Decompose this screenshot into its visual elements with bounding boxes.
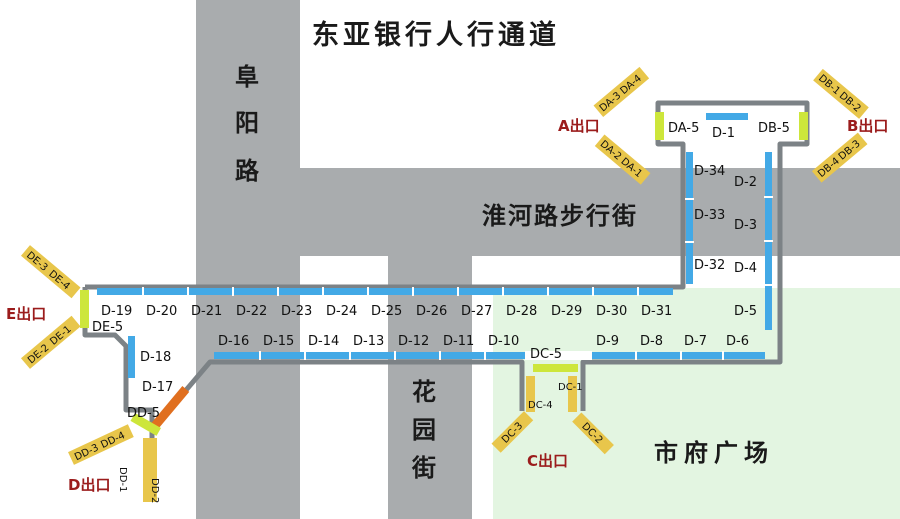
shop-label: D-27 bbox=[461, 304, 492, 319]
shop-label: D-30 bbox=[596, 304, 627, 319]
stall-label: DB-5 bbox=[758, 121, 790, 136]
shop-label: D-28 bbox=[506, 304, 537, 319]
shop-label: D-17 bbox=[142, 380, 173, 395]
plaza-label: 市府广场 bbox=[654, 439, 774, 467]
shop-label: D-12 bbox=[398, 334, 429, 349]
stairway-d17 bbox=[151, 386, 190, 429]
stall-label: DA-5 bbox=[668, 121, 699, 136]
stall-label: DD-1 bbox=[117, 467, 128, 492]
shop-d1 bbox=[706, 113, 748, 120]
stall-label: DD-5 bbox=[127, 406, 160, 421]
exit-a-label: A出口 bbox=[558, 117, 600, 135]
shop-label: D-32 bbox=[694, 258, 725, 273]
shop-label: D-24 bbox=[326, 304, 357, 319]
shop-row-top: D-19 D-20 D-21 D-22 D-23 D-24 D-25 D-26 … bbox=[97, 287, 673, 319]
shop-label: D-1 bbox=[712, 126, 735, 141]
stall-label: DC-5 bbox=[530, 347, 562, 362]
shop-label: D-4 bbox=[734, 261, 757, 276]
shop-label: D-2 bbox=[734, 175, 757, 190]
shop-label: D-11 bbox=[443, 334, 474, 349]
stall-label: DC-1 bbox=[558, 382, 583, 393]
shop-d18 bbox=[128, 336, 135, 378]
shop-label: D-29 bbox=[551, 304, 582, 319]
stall-label: DC-4 bbox=[528, 400, 553, 411]
shop-label: D-10 bbox=[488, 334, 519, 349]
shop-label: D-25 bbox=[371, 304, 402, 319]
shop-label: D-23 bbox=[281, 304, 312, 319]
street-label-fuyang: 阳 bbox=[235, 109, 259, 137]
street-label-huayuan: 花 bbox=[412, 378, 436, 406]
street-label-huayuan: 园 bbox=[412, 416, 436, 444]
map-title: 东亚银行人行通道 bbox=[312, 19, 560, 51]
shop-label: D-6 bbox=[726, 334, 749, 349]
shop-row-bottom: D-16 D-15 D-14 D-13 D-12 D-11 D-10 D-9 D… bbox=[214, 334, 765, 360]
exit-a: DA-3 DA-4 DA-2 DA-1 DA-5 A出口 bbox=[558, 66, 699, 185]
shop-label: D-34 bbox=[694, 164, 725, 179]
shop-label: D-8 bbox=[640, 334, 663, 349]
shop-label: D-18 bbox=[140, 350, 171, 365]
exit-b-label: B出口 bbox=[847, 117, 888, 135]
shop-label: D-22 bbox=[236, 304, 267, 319]
shop-label: D-14 bbox=[308, 334, 339, 349]
huayuan-street bbox=[388, 256, 472, 519]
shop-label: D-19 bbox=[101, 304, 132, 319]
shop-label: D-3 bbox=[734, 218, 757, 233]
shop-label: D-21 bbox=[191, 304, 222, 319]
shop-label: D-26 bbox=[416, 304, 447, 319]
stall-label: DD-2 bbox=[149, 478, 160, 503]
street-label-fuyang: 路 bbox=[235, 157, 260, 185]
huaihe-street bbox=[196, 168, 900, 256]
shop-label: D-20 bbox=[146, 304, 177, 319]
plaza-area bbox=[493, 288, 900, 519]
shop-label: D-9 bbox=[596, 334, 619, 349]
street-label-fuyang: 阜 bbox=[235, 63, 259, 91]
exit-d-label: D出口 bbox=[68, 476, 110, 494]
exit-e-label: E出口 bbox=[6, 305, 46, 323]
shop-label: D-33 bbox=[694, 208, 725, 223]
shop-label: D-7 bbox=[684, 334, 707, 349]
shop-label: D-5 bbox=[734, 304, 757, 319]
shop-label: D-31 bbox=[641, 304, 672, 319]
shop-label: D-16 bbox=[218, 334, 249, 349]
street-label-huayuan: 街 bbox=[411, 454, 436, 482]
shop-label: D-13 bbox=[353, 334, 384, 349]
stall-label: DE-5 bbox=[92, 320, 123, 335]
shop-column-right: D-2 D-3 D-4 D-5 bbox=[734, 152, 773, 330]
fuyang-road bbox=[196, 0, 300, 519]
exit-b: DB-1 DB-2 DB-4 DB-3 DB-5 B出口 bbox=[758, 68, 888, 183]
shop-label: D-15 bbox=[263, 334, 294, 349]
shop-column-left: D-34 D-33 D-32 bbox=[685, 152, 725, 284]
exit-c-label: C出口 bbox=[527, 452, 568, 470]
exit-d: DD-5 DD-3 DD-4 DD-1 DD-2 D出口 bbox=[68, 406, 161, 503]
street-label-huaihe: 淮河路步行街 bbox=[482, 202, 638, 230]
